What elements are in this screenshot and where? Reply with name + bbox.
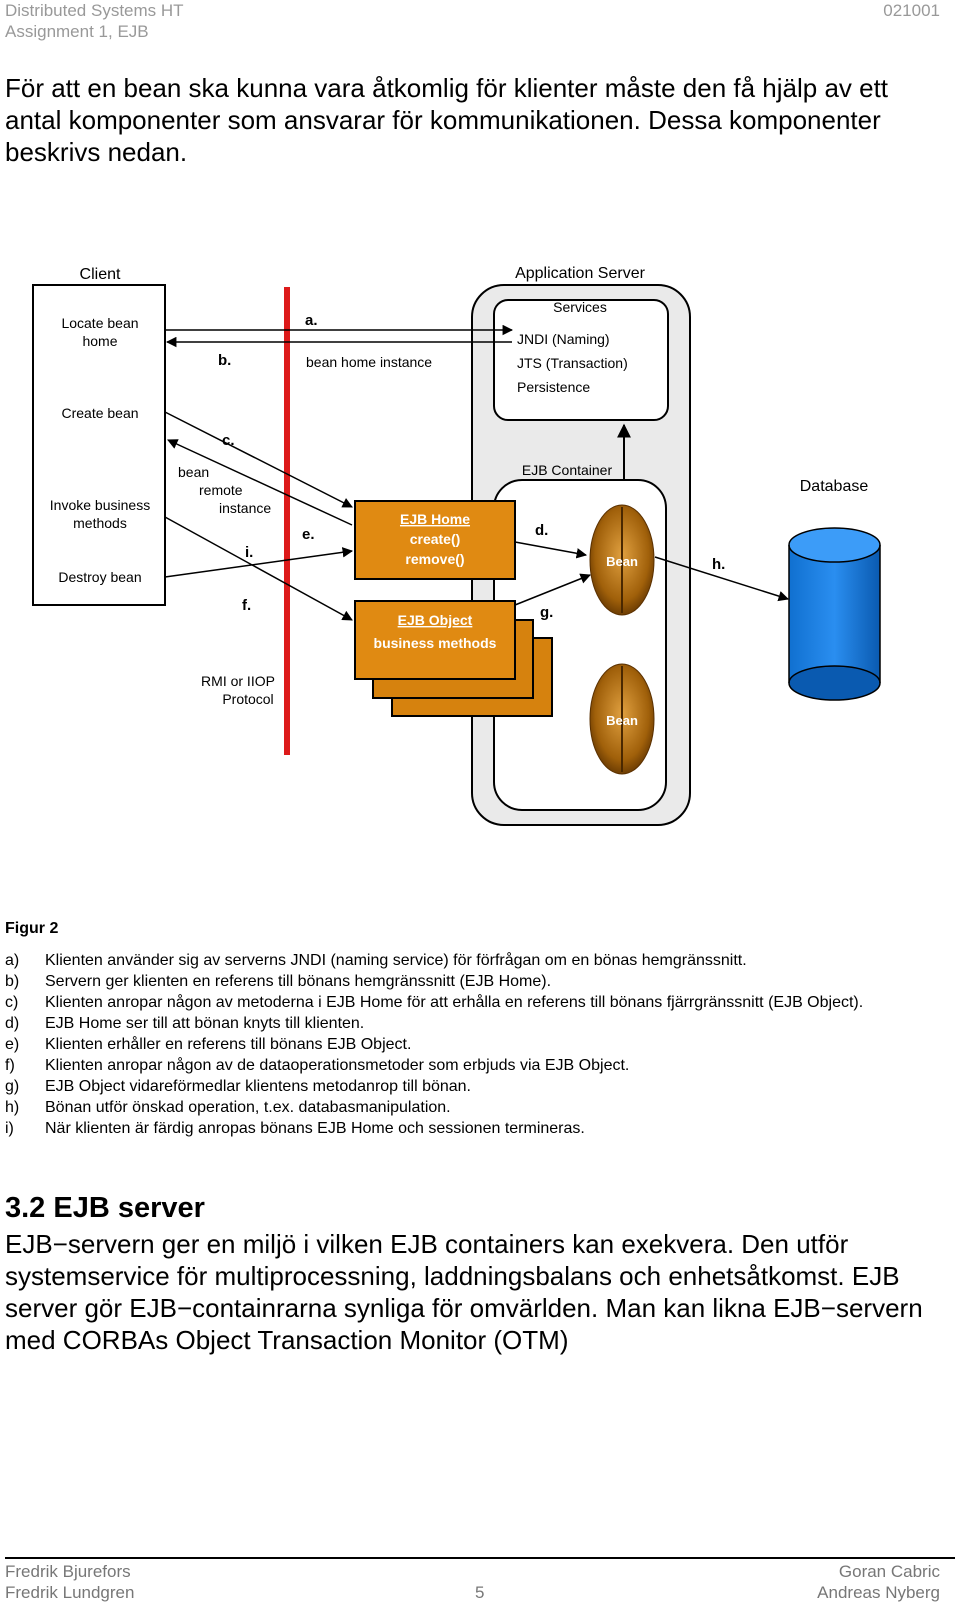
step-letter: i)	[5, 1120, 14, 1137]
footer-author-1: Fredrik Bjurefors	[5, 1562, 131, 1581]
footer-rule	[5, 1557, 955, 1559]
step-letter: f)	[5, 1057, 15, 1074]
step-text: Klienten anropar någon av metoderna i EJ…	[45, 994, 864, 1011]
figure-caption: Figur 2	[5, 920, 59, 937]
services-title: Services	[553, 299, 607, 315]
footer-left: Fredrik Bjurefors Fredrik Lundgren	[5, 1561, 134, 1603]
client-locate-2: home	[82, 333, 117, 349]
ejb-home-box	[354, 500, 516, 580]
step-letter: g)	[5, 1078, 20, 1095]
ejb-architecture-diagram: Client Locate bean home Create bean Invo…	[32, 265, 881, 826]
step-letter: h)	[5, 1099, 20, 1116]
bean-2-label: Bean	[606, 713, 638, 728]
arrow-g-label: g.	[540, 604, 553, 621]
figure-steps-list: a) Klienten använder sig av serverns JNDI…	[5, 950, 925, 1139]
arrow-h	[654, 556, 790, 602]
step-letter: b)	[5, 973, 20, 990]
arrow-e-label: e.	[302, 526, 315, 543]
container-title: EJB Container	[522, 462, 613, 478]
step-item: i) När klienten är färdig anropas bönans …	[5, 1118, 925, 1139]
step-item: d) EJB Home ser till att bönan knyts till…	[5, 1013, 925, 1034]
arrow-f	[164, 516, 353, 621]
arrow-e	[167, 439, 353, 526]
footer-author-4: Andreas Nyberg	[817, 1583, 940, 1602]
bean-1-label: Bean	[606, 554, 638, 569]
step-letter: e)	[5, 1036, 20, 1053]
ejb-object-box	[354, 600, 516, 680]
footer-author-2: Fredrik Lundgren	[5, 1583, 135, 1602]
section-body: EJB−servern ger en miljö i vilken EJB co…	[5, 1229, 923, 1355]
client-locate-1: Locate bean	[61, 315, 138, 331]
footer-author-3: Goran Cabric	[838, 1562, 940, 1581]
step-text: EJB Home ser till att bönan knyts till k…	[45, 1015, 365, 1032]
arrow-a-label: a.	[305, 312, 318, 329]
arrow-d-label: d.	[535, 522, 548, 539]
step-item: f) Klienten anropar någon av de dataopera…	[5, 1055, 925, 1076]
service-persistence: Persistence	[517, 379, 590, 395]
step-item: e) Klienten erhåller en referens till bön…	[5, 1034, 925, 1055]
client-create: Create bean	[61, 405, 138, 421]
arrow-h-label: h.	[712, 556, 725, 573]
step-text: När klienten är färdig anropas bönans EJ…	[45, 1120, 585, 1137]
page-number: 5	[475, 1583, 485, 1602]
header-date: 021001	[883, 1, 940, 20]
arrow-i-label: i.	[245, 544, 253, 561]
protocol-label-1: RMI or IIOP	[201, 673, 275, 689]
bean-home-instance-label: bean home instance	[306, 354, 432, 370]
step-text: Klienten erhåller en referens till bönan…	[45, 1036, 412, 1053]
step-text: Servern ger klienten en referens till bö…	[45, 973, 552, 990]
step-letter: a)	[5, 952, 20, 969]
step-item: b) Servern ger klienten en referens till …	[5, 971, 925, 992]
step-item: a) Klienten använder sig av serverns JNDI…	[5, 950, 925, 971]
course-title: Distributed Systems HT	[5, 1, 184, 20]
database-body	[789, 545, 880, 683]
service-jts: JTS (Transaction)	[517, 355, 628, 371]
remote-instance-3: instance	[219, 500, 271, 516]
arrow-c-label: c.	[222, 432, 235, 449]
arrow-c	[164, 411, 353, 508]
client-box	[32, 284, 166, 606]
ejb-object-title: EJB Object	[398, 612, 473, 628]
arrow-i	[164, 547, 354, 578]
ejb-home-remove: remove()	[405, 551, 464, 567]
database-label: Database	[800, 478, 869, 495]
app-server-title: Application Server	[515, 265, 646, 282]
step-item: c) Klienten anropar någon av metoderna i …	[5, 992, 925, 1013]
remote-instance-2: remote	[199, 482, 243, 498]
ejb-object-methods: business methods	[374, 635, 497, 651]
database-bottom	[788, 665, 881, 701]
protocol-label-2: Protocol	[222, 691, 273, 707]
client-title: Client	[80, 266, 121, 283]
database-top	[788, 527, 881, 563]
service-jndi: JNDI (Naming)	[517, 331, 610, 347]
client-destroy: Destroy bean	[58, 569, 141, 585]
assignment-subtitle: Assignment 1, EJB	[5, 22, 149, 41]
ejb-home-title: EJB Home	[400, 511, 470, 527]
step-item: g) EJB Object vidareförmedlar klientens m…	[5, 1076, 925, 1097]
page-header-left: Distributed Systems HT Assignment 1, EJB	[5, 0, 184, 42]
step-text: Bönan utför önskad operation, t.ex. data…	[45, 1099, 451, 1116]
step-text: Klienten använder sig av serverns JNDI (…	[45, 952, 747, 969]
section-title: 3.2 EJB server	[5, 1192, 205, 1224]
arrow-b-label: b.	[218, 352, 231, 369]
intro-paragraph: För att en bean ska kunna vara åtkomlig …	[5, 73, 889, 167]
client-invoke-1: Invoke business	[50, 497, 150, 513]
footer-right: Goran Cabric Andreas Nyberg	[817, 1561, 940, 1603]
step-letter: d)	[5, 1015, 20, 1032]
arrow-f-label: f.	[242, 597, 251, 614]
client-invoke-2: methods	[73, 515, 127, 531]
arrow-g	[514, 573, 591, 606]
step-item: h) Bönan utför önskad operation, t.ex. da…	[5, 1097, 925, 1118]
step-text: Klienten anropar någon av de dataoperati…	[45, 1057, 630, 1074]
remote-instance-1: bean	[178, 464, 209, 480]
arrow-d	[514, 541, 588, 559]
services-box	[493, 299, 669, 421]
step-text: EJB Object vidareförmedlar klientens met…	[45, 1078, 471, 1095]
ejb-home-create: create()	[410, 531, 461, 547]
step-letter: c)	[5, 994, 19, 1011]
